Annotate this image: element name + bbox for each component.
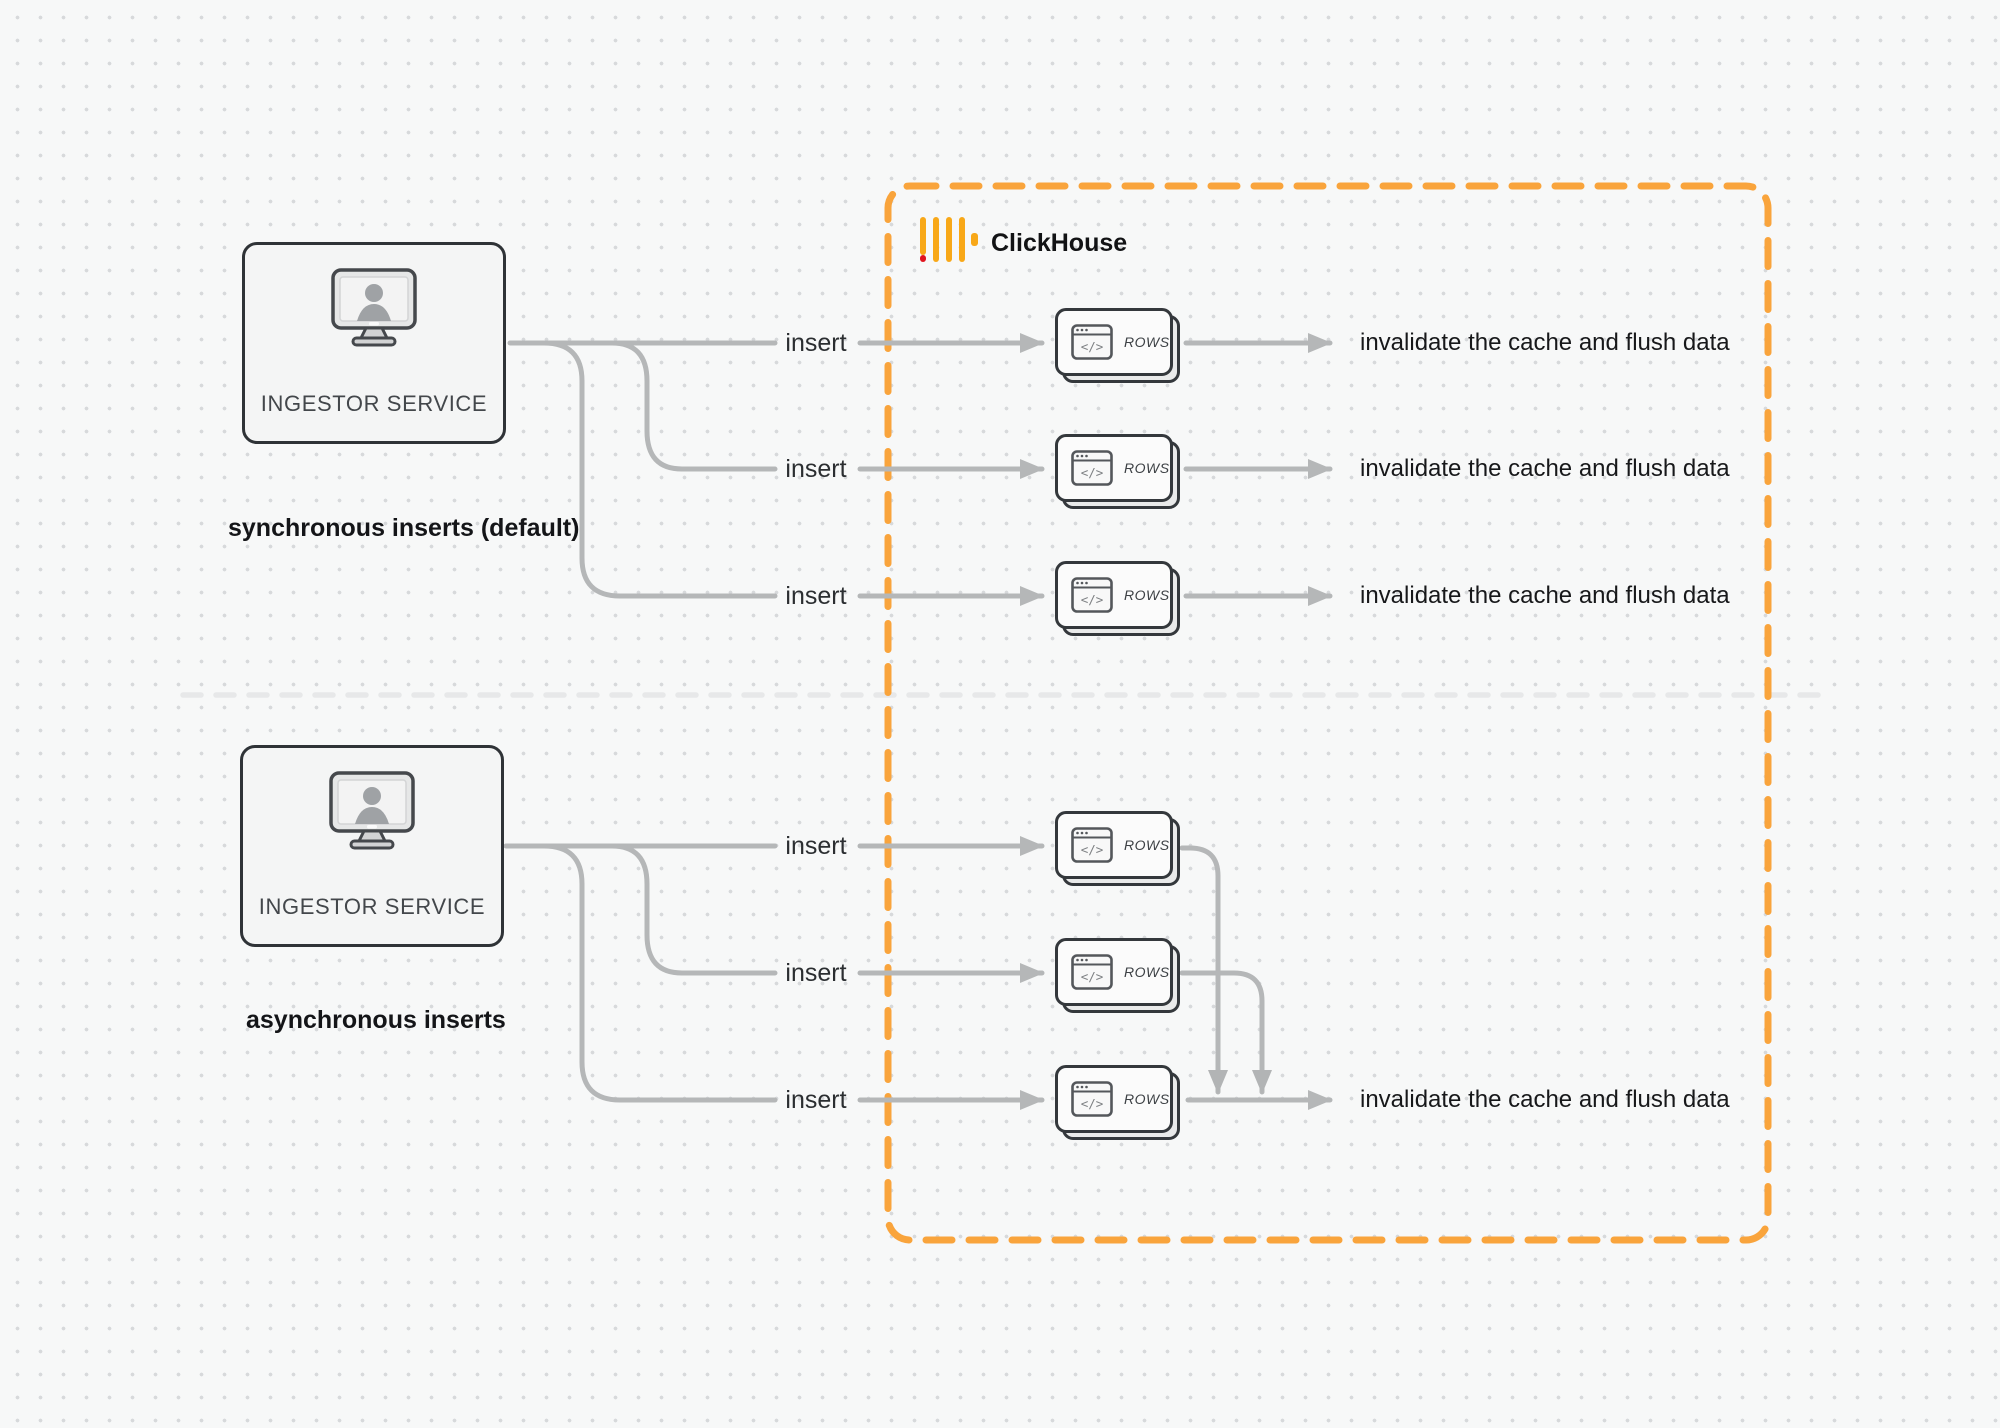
insert-label: insert [785, 582, 847, 610]
svg-text:</>: </> [1081, 465, 1104, 480]
rows-table-card: </> ROWS [1055, 561, 1182, 637]
code-window-icon: </> [1071, 954, 1113, 990]
async-branch-row3 [541, 843, 778, 1103]
ingestor-service-box-sync: INGESTOR SERVICE [242, 242, 506, 444]
code-window-icon: </> [1071, 450, 1113, 486]
insert-label: insert [785, 455, 847, 483]
clickhouse-title: ClickHouse [991, 229, 1128, 257]
rows-table-card: </> ROWS [1055, 938, 1182, 1014]
sync-branch-row2 [609, 340, 778, 472]
sync-branch-row3 [541, 340, 778, 599]
insert-label: insert [785, 959, 847, 987]
rows-label: ROWS [1124, 334, 1170, 350]
svg-text:</>: </> [1081, 339, 1104, 354]
insert-label: insert [785, 329, 847, 357]
insert-label: insert [785, 832, 847, 860]
rows-card-front: </> ROWS [1055, 938, 1173, 1006]
service-label: INGESTOR SERVICE [258, 894, 486, 919]
ingestor-service-box-async: INGESTOR SERVICE [240, 745, 504, 947]
rows-table-card: </> ROWS [1055, 434, 1182, 510]
result-label: invalidate the cache and flush data [1360, 582, 1730, 609]
rows-card-front: </> ROWS [1055, 434, 1173, 502]
rows-card-front: </> ROWS [1055, 811, 1173, 879]
user-workstation-icon [324, 770, 420, 859]
async-merge-from-row2 [1179, 970, 1272, 1095]
rows-table-card: </> ROWS [1055, 1065, 1182, 1141]
clickhouse-logo-icon [920, 217, 978, 262]
svg-text:</>: </> [1081, 969, 1104, 984]
svg-text:</>: </> [1081, 592, 1104, 607]
rows-label: ROWS [1124, 1091, 1170, 1107]
code-window-icon: </> [1071, 1081, 1113, 1117]
async-section-caption: asynchronous inserts [246, 1006, 506, 1034]
rows-card-front: </> ROWS [1055, 1065, 1173, 1133]
code-window-icon: </> [1071, 827, 1113, 863]
rows-label: ROWS [1124, 837, 1170, 853]
insert-label: insert [785, 1086, 847, 1114]
async-branch-row2 [609, 843, 778, 976]
result-label: invalidate the cache and flush data [1360, 329, 1730, 356]
async-merge-from-row1 [1179, 845, 1228, 1095]
rows-table-card: </> ROWS [1055, 811, 1182, 887]
code-window-icon: </> [1071, 324, 1113, 360]
sync-connectors [507, 333, 1333, 606]
rows-label: ROWS [1124, 587, 1170, 603]
rows-label: ROWS [1124, 964, 1170, 980]
sync-section-caption: synchronous inserts (default) [228, 514, 580, 542]
service-label: INGESTOR SERVICE [260, 391, 488, 416]
clickhouse-container-border [884, 182, 1772, 1244]
code-window-icon: </> [1071, 577, 1113, 613]
rows-card-front: </> ROWS [1055, 561, 1173, 629]
rows-table-card: </> ROWS [1055, 308, 1182, 384]
result-label: invalidate the cache and flush data [1360, 1086, 1730, 1113]
async-connectors [503, 836, 1333, 1110]
rows-label: ROWS [1124, 460, 1170, 476]
rows-card-front: </> ROWS [1055, 308, 1173, 376]
svg-text:</>: </> [1081, 842, 1104, 857]
result-label: invalidate the cache and flush data [1360, 455, 1730, 482]
svg-text:</>: </> [1081, 1096, 1104, 1111]
user-workstation-icon [326, 267, 422, 356]
